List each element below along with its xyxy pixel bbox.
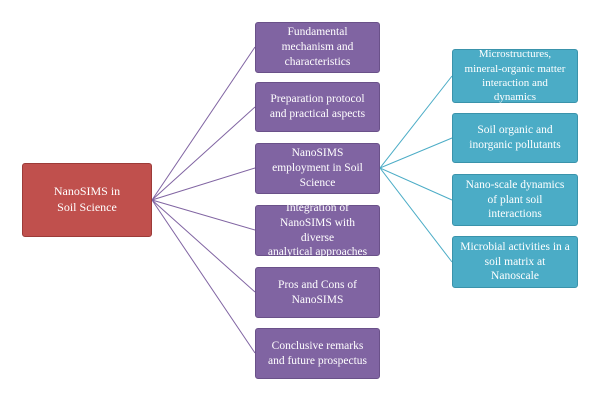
connector-root-branch-2 xyxy=(151,106,256,201)
connector-root-branch-4 xyxy=(151,199,256,231)
branch-nanosims-employment: NanoSIMS employment in Soil Science xyxy=(255,143,380,194)
branch-fundamental-mechanism: Fundamental mechanism and characteristic… xyxy=(255,22,380,73)
connector-root-branch-6 xyxy=(151,199,256,354)
connector-branch-sub-2 xyxy=(379,137,453,169)
branch-pros-and-cons: Pros and Cons of NanoSIMS xyxy=(255,267,380,318)
root-node: NanoSIMS in Soil Science xyxy=(22,163,152,237)
connector-branch-sub-3 xyxy=(379,167,453,201)
connector-root-branch-3 xyxy=(151,167,256,201)
branch-conclusive-remarks: Conclusive remarks and future prospectus xyxy=(255,328,380,379)
connector-branch-sub-4 xyxy=(379,167,453,263)
connector-branch-sub-1 xyxy=(379,75,453,169)
sub-branch-plant-soil-dynamics: Nano-scale dynamics of plant soil intera… xyxy=(452,174,578,226)
connector-root-branch-1 xyxy=(151,46,256,201)
connector-root-branch-5 xyxy=(151,199,256,293)
branch-preparation-protocol: Preparation protocol and practical aspec… xyxy=(255,82,380,132)
sub-branch-microbial-activities: Microbial activities in a soil matrix at… xyxy=(452,236,578,288)
sub-branch-soil-pollutants: Soil organic and inorganic pollutants xyxy=(452,113,578,163)
sub-branch-microstructures: Microstructures, mineral-organic matter … xyxy=(452,48,578,103)
branch-integration-approaches: Integration of NanoSIMS with diverse ana… xyxy=(255,202,380,258)
